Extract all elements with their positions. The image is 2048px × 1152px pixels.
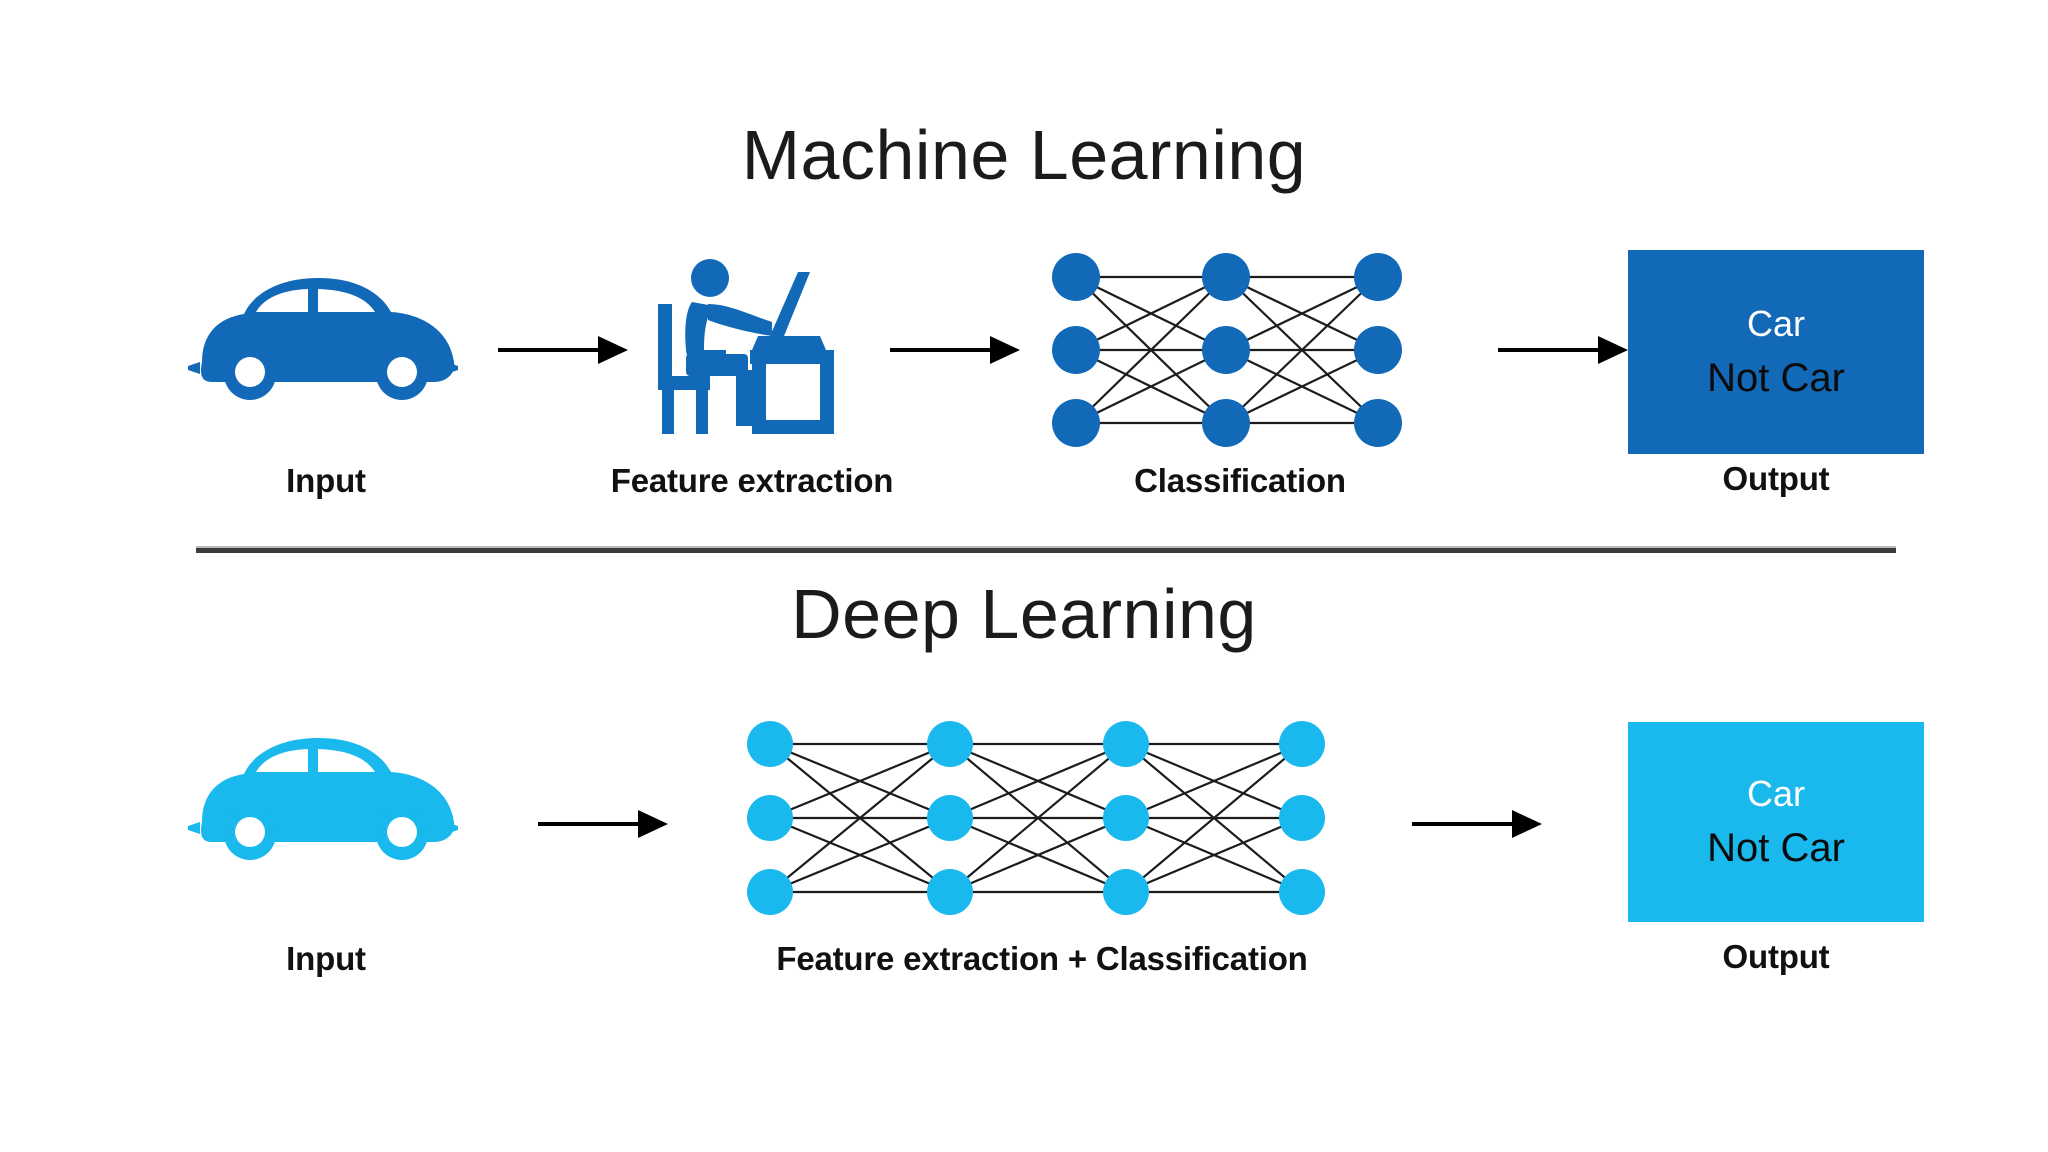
- ml-output-box: Car Not Car: [1628, 250, 1924, 454]
- ml-output-not-car-label: Not Car: [1707, 356, 1845, 400]
- dl-arrow-2-icon: [1412, 806, 1542, 842]
- dl-input-car-icon: [178, 730, 468, 870]
- machine-learning-title: Machine Learning: [741, 116, 1307, 194]
- ml-arrow-2-icon: [890, 332, 1020, 368]
- dl-feature-extraction-classification-caption: Feature extraction + Classification: [776, 940, 1308, 977]
- dl-arrow-1-icon: [538, 806, 668, 842]
- ml-output-caption: Output: [1722, 460, 1830, 497]
- dl-feature-extraction-classification-neural-network-icon: [742, 721, 1360, 915]
- deep-learning-title: Deep Learning: [791, 575, 1257, 653]
- dl-output-caption: Output: [1722, 938, 1830, 975]
- ml-feature-extraction-caption: Feature extraction: [610, 462, 894, 499]
- ml-input-car-icon: [178, 270, 468, 410]
- section-divider: [196, 548, 1896, 553]
- ml-classification-caption: Classification: [1134, 462, 1346, 499]
- dl-output-box: Car Not Car: [1628, 722, 1924, 922]
- ml-classification-neural-network-icon: [1048, 253, 1460, 447]
- dl-output-car-label: Car: [1746, 773, 1805, 814]
- dl-input-caption: Input: [286, 940, 366, 977]
- ml-arrow-1-icon: [498, 332, 628, 368]
- ml-feature-extraction-person-at-desk-icon: [652, 258, 837, 438]
- ml-output-car-label: Car: [1746, 303, 1805, 344]
- dl-output-not-car-label: Not Car: [1707, 826, 1845, 870]
- ml-arrow-3-icon: [1498, 332, 1628, 368]
- ml-input-caption: Input: [286, 462, 366, 499]
